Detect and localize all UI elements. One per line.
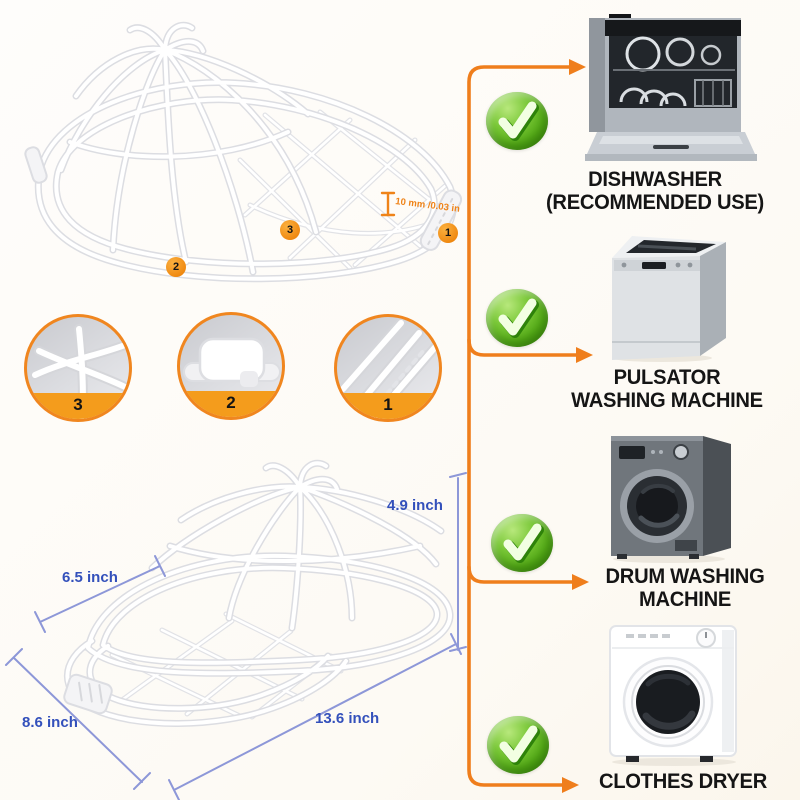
arrow-right-icon [572, 574, 589, 590]
detail-number: 3 [27, 393, 129, 419]
dimension-lines [5, 472, 467, 800]
clothes-dryer-image [600, 620, 752, 773]
dim-depth-label: 8.6 inch [22, 714, 78, 731]
connector-lines [467, 59, 593, 793]
dim-height-label: 4.9 inch [387, 497, 443, 514]
drum-label-line1: DRUM WASHING [605, 565, 765, 588]
pulsator-label: PULSATOR WASHING MACHINE [533, 366, 800, 412]
frame-latch-closeup [183, 337, 281, 387]
pulsator-label-line1: PULSATOR [613, 366, 721, 389]
check-icon [487, 716, 549, 774]
cap-frame-bottom-image [63, 463, 450, 723]
dishwasher-label-line1: DISHWASHER [588, 168, 722, 191]
dryer-label: CLOTHES DRYER [549, 770, 800, 793]
detail-circle-3: 3 [24, 314, 132, 422]
drum-label: DRUM WASHING MACHINE [551, 565, 800, 611]
callout-badge-1: 1 [438, 223, 458, 243]
dishwasher-label-line2: (RECOMMENDED USE) [545, 191, 764, 214]
drum-washing-machine-image [605, 428, 737, 569]
check-icon [491, 514, 553, 572]
check-icon [486, 92, 548, 150]
arrow-right-icon [562, 777, 579, 793]
check-icon [486, 289, 548, 347]
dryer-label-line1: CLOTHES DRYER [598, 770, 767, 793]
drum-label-line2: MACHINE [638, 588, 732, 611]
pulsator-washing-machine-image [600, 222, 732, 369]
dishwasher-label: DISHWASHER (RECOMMENDED USE) [521, 168, 790, 214]
callout-badge-2: 2 [166, 257, 186, 277]
dishwasher-image [583, 14, 759, 169]
detail-circle-2: 2 [177, 312, 285, 420]
dim-length-label: 13.6 inch [315, 710, 380, 727]
detail-number: 1 [337, 393, 439, 419]
detail-number: 2 [180, 391, 282, 417]
cap-frame-top-image [24, 25, 463, 279]
arrow-right-icon [576, 347, 593, 363]
callout-badge-3: 3 [280, 220, 300, 240]
pulsator-label-line2: WASHING MACHINE [571, 389, 763, 412]
dim-crown-label: 6.5 inch [62, 569, 118, 586]
arrow-right-icon [569, 59, 586, 75]
detail-circle-1: 1 [334, 314, 442, 422]
